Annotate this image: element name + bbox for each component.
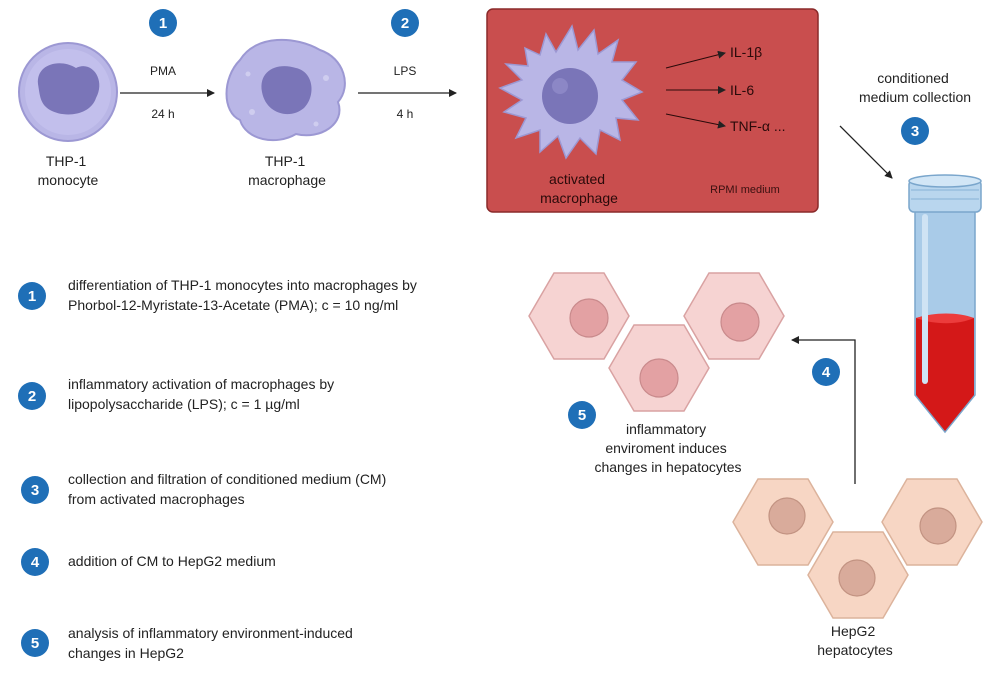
- step-badge-3: 3: [901, 117, 929, 145]
- legend-text-5: analysis of inflammatory environment-ind…: [68, 625, 357, 661]
- svg-text:5: 5: [578, 407, 586, 424]
- svg-text:2: 2: [28, 388, 36, 405]
- conditioned-medium-tube: [908, 174, 982, 434]
- pma-time-label: 24 h: [151, 107, 174, 121]
- legend-item-4: 4 addition of CM to HepG2 medium: [21, 548, 276, 576]
- legend-item-5: 5 analysis of inflammatory environment-i…: [21, 625, 357, 661]
- legend-text-1: differentiation of THP-1 monocytes into …: [68, 277, 421, 313]
- step-badge-4-diagram: 4: [812, 358, 840, 386]
- thp1-monocyte-cell: [18, 42, 118, 142]
- svg-text:2: 2: [401, 15, 409, 32]
- step-badge-2: 2: [391, 9, 419, 37]
- step-badge-1: 1: [149, 9, 177, 37]
- legend-text-2: inflammatory activation of macrophages b…: [68, 376, 338, 412]
- cytokine-il1b: IL-1β: [730, 44, 762, 60]
- svg-text:1: 1: [28, 288, 36, 305]
- hepg2-hepatocytes: [732, 478, 983, 619]
- svg-text:1: 1: [159, 15, 167, 32]
- monocyte-label: THP-1 monocyte: [38, 153, 99, 188]
- legend-text-4: addition of CM to HepG2 medium: [68, 553, 276, 569]
- rpmi-medium-label: RPMI medium: [710, 184, 780, 196]
- collection-arrow: [839, 125, 893, 179]
- svg-text:3: 3: [911, 123, 919, 140]
- hepg2-label: HepG2 hepatocytes: [817, 623, 893, 658]
- svg-text:4: 4: [31, 554, 40, 571]
- inflamed-hepatocytes: [528, 272, 785, 412]
- svg-text:4: 4: [822, 364, 831, 381]
- pma-label: PMA: [150, 64, 176, 78]
- collection-label: conditioned medium collection: [859, 70, 971, 105]
- environment-induces-label: inflammatory enviroment induces changes …: [594, 421, 741, 475]
- legend-item-3: 3 collection and filtration of condition…: [21, 471, 390, 507]
- lps-time-label: 4 h: [397, 107, 414, 121]
- lps-label: LPS: [394, 64, 417, 78]
- step-badge-5-diagram: 5: [568, 401, 596, 429]
- il1b-arrow: [665, 50, 726, 69]
- thp1-macrophage-cell: [225, 38, 346, 142]
- macrophage-label: THP-1 macrophage: [248, 153, 326, 188]
- tnfa-arrow: [665, 113, 726, 129]
- activated-macrophage-label: activated macrophage: [540, 171, 618, 206]
- cytokine-il6: IL-6: [730, 82, 754, 98]
- addition-arrow: [791, 336, 856, 484]
- legend-text-3: collection and filtration of conditioned…: [68, 471, 390, 507]
- cytokine-tnfa: TNF-α ...: [730, 118, 786, 134]
- legend-item-1: 1 differentiation of THP-1 monocytes int…: [18, 277, 421, 313]
- svg-text:3: 3: [31, 482, 39, 499]
- legend-item-2: 2 inflammatory activation of macrophages…: [18, 376, 338, 412]
- svg-text:5: 5: [31, 635, 39, 652]
- activated-macrophage-cell: [498, 24, 644, 160]
